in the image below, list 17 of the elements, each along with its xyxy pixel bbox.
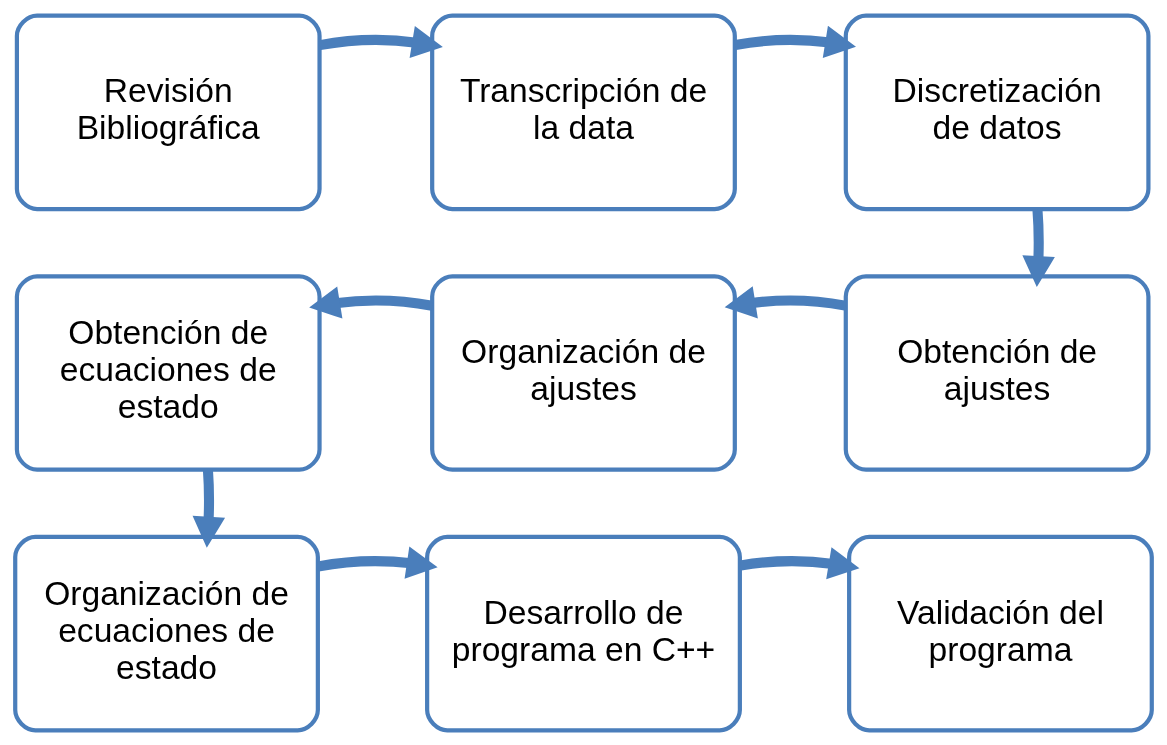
node-box: Revisión Bibliográfica [14, 13, 322, 211]
node-box: Validación del programa [847, 534, 1154, 732]
node-box: Organización de ecuaciones de estado [13, 534, 320, 732]
arrow [734, 25, 856, 58]
arrow [192, 468, 226, 548]
node-box: Discretización de datos [843, 13, 1151, 211]
node-box: Obtención de ecuaciones de estado [14, 273, 322, 472]
node-box: Desarrollo de programa en C++ [425, 534, 742, 732]
arrow [309, 285, 433, 319]
node-box: Obtención de ajustes [843, 273, 1151, 472]
arrow [724, 285, 847, 318]
arrow [739, 546, 860, 579]
node-box: Organización de ajustes [430, 273, 737, 472]
arrow [319, 25, 443, 58]
arrow [317, 546, 438, 579]
arrow [1022, 208, 1055, 287]
node-box: Transcripción de la data [430, 13, 737, 211]
